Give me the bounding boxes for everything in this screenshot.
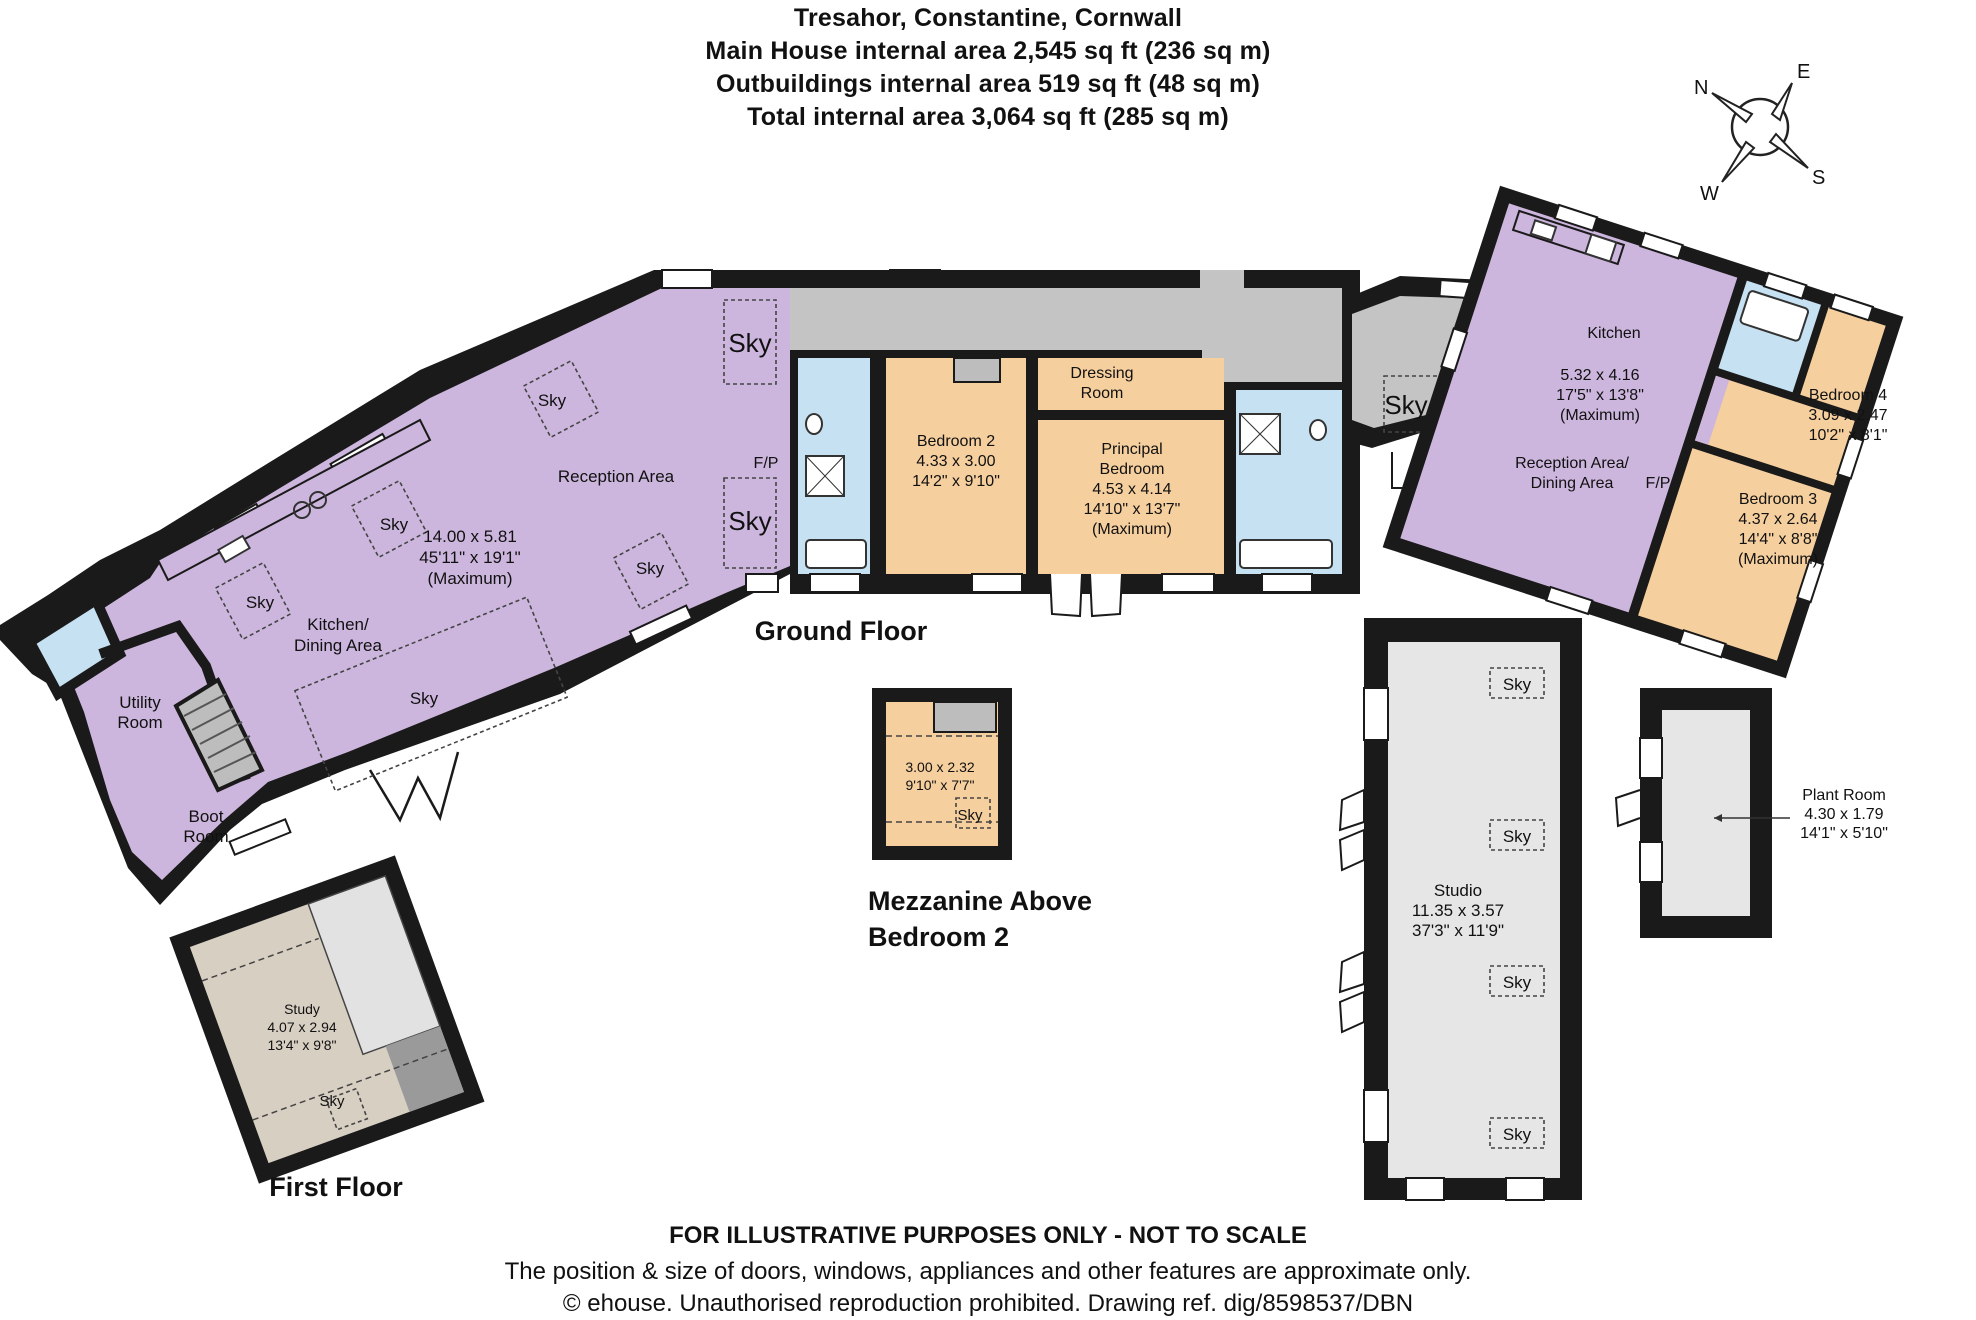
kitchen2-dim1: 5.32 x 4.16 [1560,367,1639,384]
sky-label: Sky [957,807,983,824]
mezzanine-plan [872,688,1012,860]
mezzanine-label-1: Mezzanine Above [868,886,1092,916]
studio-dim2: 37'3" x 11'9" [1412,921,1504,940]
first-floor-plan [169,855,485,1184]
bedroom4-dim2: 10'2" x 8'1" [1809,427,1888,444]
compass-n: N [1694,77,1708,99]
studio-plan [1338,618,1582,1201]
sky-label: Sky [1384,390,1427,420]
outbuildings-area: Outbuildings internal area 519 sq ft (48… [715,70,1261,98]
bedroom2-dim1: 4.33 x 3.00 [916,453,995,470]
kitchen-dining-name2: Dining Area [294,636,382,655]
study-name: Study [284,1001,320,1017]
mezzanine-dim2: 9'10" x 7'7" [906,777,975,793]
principal-dim1: 4.53 x 4.14 [1092,481,1171,498]
bedroom-3-room [1638,448,1832,661]
boot-name2: Room [183,827,228,846]
kitchen2-note: (Maximum) [1560,407,1640,424]
ground-floor-plan [0,269,1542,905]
utility-name2: Room [117,713,162,732]
bedroom2-dim2: 14'2" x 9'10" [912,473,1000,490]
first-floor-label: First Floor [269,1172,403,1202]
bedroom-2-room [886,358,1026,574]
plant-dim2: 14'1" x 5'10" [1800,825,1888,842]
bedroom4-name: Bedroom 4 [1809,387,1887,404]
sky-label: Sky [410,689,439,708]
sky-label: Sky [319,1093,345,1110]
plant-room-plan [1614,688,1790,938]
kitchen2-dim2: 17'5" x 13'8" [1556,387,1644,404]
reception2-name1: Reception Area/ [1515,455,1629,472]
compass-rose-icon: N E S W [1694,61,1825,205]
plan-title: Tresahor, Constantine, Cornwall [793,4,1183,32]
study-dim2: 13'4" x 9'8" [268,1037,337,1053]
principal-bedroom-room [1038,420,1224,574]
bedroom4-dim1: 3.09 x 2.47 [1808,407,1887,424]
sky-label: Sky [728,506,771,536]
compass-s: S [1812,167,1825,189]
sky-label: Sky [1503,827,1532,846]
plant-room [1662,710,1750,916]
bedroom-4-room [1694,375,1855,486]
studio-name: Studio [1434,881,1482,900]
studio-room [1388,642,1560,1178]
bedroom3-note: (Maximum) [1738,551,1818,568]
fireplace-label: F/P [1646,475,1671,492]
sky-label: Sky [636,559,665,578]
bedroom3-name: Bedroom 3 [1739,491,1817,508]
utility-wc [23,592,127,702]
plant-name: Plant Room [1802,787,1886,804]
copyright: © ehouse. Unauthorised reproduction proh… [562,1290,1414,1317]
dressing-room [1038,358,1224,410]
kitchen-dining-name1: Kitchen/ [307,615,369,634]
reception-dim2: 45'11" x 19'1" [419,548,520,567]
dressing-name1: Dressing [1070,365,1133,382]
main-house-area: Main House internal area 2,545 sq ft (23… [705,37,1271,65]
sky-label: Sky [380,515,409,534]
sky-label: Sky [246,593,275,612]
reception-note: (Maximum) [428,569,513,588]
sky-label: Sky [538,391,567,410]
sky-label: Sky [1503,973,1532,992]
disclaimer-note: The position & size of doors, windows, a… [504,1258,1472,1285]
bedroom2-name: Bedroom 2 [917,433,995,450]
principal-name2: Bedroom [1100,461,1165,478]
principal-note: (Maximum) [1092,521,1172,538]
wing-skylights [214,299,777,792]
kitchen2-name: Kitchen [1587,325,1640,342]
studio-dim1: 11.35 x 3.57 [1412,901,1504,920]
disclaimer-warning: FOR ILLUSTRATIVE PURPOSES ONLY - NOT TO … [669,1222,1307,1249]
compass-e: E [1797,61,1810,83]
fireplace-label: F/P [754,455,779,472]
compass-w: W [1700,183,1719,205]
boot-name1: Boot [189,807,224,826]
sky-label: Sky [728,328,771,358]
bedroom3-dim2: 14'4" x 8'8" [1739,531,1818,548]
kitchen-reception-2-fill [1400,203,1738,613]
reception2-name2: Dining Area [1531,475,1614,492]
dressing-name2: Room [1081,385,1124,402]
mezzanine-label-2: Bedroom 2 [868,922,1009,952]
bedroom3-dim1: 4.37 x 2.64 [1738,511,1817,528]
sky-label: Sky [1503,1125,1532,1144]
plant-dim1: 4.30 x 1.79 [1804,806,1883,823]
mezzanine-dim1: 3.00 x 2.32 [905,759,974,775]
east-wing-plan [1382,185,1904,679]
bifold-door [368,751,460,823]
principal-dim2: 14'10" x 13'7" [1084,501,1181,518]
kitchen-counter [156,418,432,582]
total-area: Total internal area 3,064 sq ft (285 sq … [747,103,1229,131]
sky-label: Sky [1503,675,1532,694]
utility-name1: Utility [119,693,161,712]
reception-name: Reception Area [558,467,675,486]
ground-floor-label: Ground Floor [755,616,928,646]
study-dim1: 4.07 x 2.94 [267,1019,336,1035]
reception-dim1: 14.00 x 5.81 [423,527,517,546]
principal-name1: Principal [1101,441,1162,458]
